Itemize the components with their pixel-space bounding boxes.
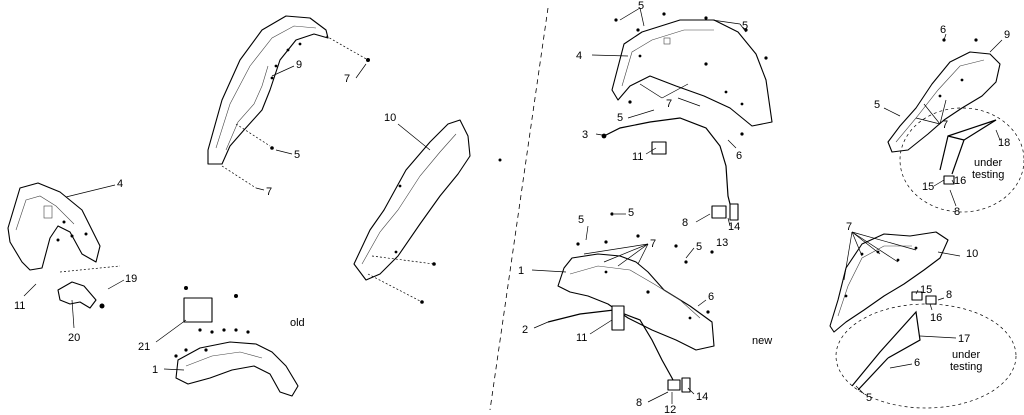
new-upper-support-rail (603, 117, 733, 213)
callout-label: 4 (117, 178, 123, 190)
callout-label: 11 (576, 332, 587, 344)
callout-label: 15 (920, 284, 932, 296)
new-lower-support-rail (547, 309, 679, 391)
callout-label: 5 (628, 207, 634, 219)
callout-label: 14 (696, 391, 708, 403)
new-upper-fender (611, 19, 773, 127)
callout-label: 15 (922, 181, 934, 193)
old-front-fender-small (175, 286, 299, 397)
callout-label: 5 (638, 0, 644, 12)
callout-label: 4 (576, 50, 582, 62)
callout-label: 16 (954, 175, 966, 187)
callout-label: 8 (636, 397, 642, 409)
callout-label: 13 (716, 237, 728, 249)
callout-label: 20 (68, 332, 80, 344)
callout-label: 11 (632, 151, 643, 163)
callout-label: 19 (125, 273, 137, 285)
callout-label: 5 (874, 99, 880, 111)
callout-label: 8 (682, 217, 688, 229)
callout-label: 14 (728, 221, 740, 233)
lower-test-bracket (851, 291, 937, 391)
callout-label: 6 (736, 150, 742, 162)
callout-label: 2 (522, 324, 528, 336)
old-section-label: old (290, 317, 305, 329)
new-right-lower-fender (829, 231, 949, 333)
callout-label: 7 (942, 119, 948, 131)
callout-label: 1 (518, 265, 524, 277)
upper-testing-note: testing (972, 169, 1004, 181)
new-lower-fasteners (576, 212, 714, 314)
callout-label: 6 (708, 291, 714, 303)
callout-label: 18 (998, 137, 1010, 149)
callout-label: 5 (742, 20, 748, 32)
old-fastener-set (174, 328, 250, 358)
callout-label: 21 (138, 341, 150, 353)
callout-label: 3 (582, 129, 588, 141)
callout-label: 10 (966, 248, 978, 260)
old-front-fender-left (7, 182, 101, 271)
callout-label: 5 (578, 214, 584, 226)
lower-testing-note: testing (950, 361, 982, 373)
new-section-label: new (752, 335, 772, 347)
lower-testing-note: under (952, 349, 980, 361)
lower-testing-zone (835, 303, 1017, 409)
callout-label: 7 (344, 73, 350, 85)
callout-label: 8 (946, 289, 952, 301)
callout-label: 5 (294, 149, 300, 161)
callout-label: 9 (1004, 29, 1010, 41)
callout-label: 11 (14, 300, 25, 312)
callout-label: 6 (914, 357, 920, 369)
new-lower-clamp (667, 377, 691, 393)
callout-label: 8 (954, 206, 960, 218)
old-new-divider (489, 7, 549, 411)
callout-label: 5 (866, 392, 872, 404)
callout-label: 9 (296, 59, 302, 71)
callout-label: 7 (846, 221, 852, 233)
callout-label: 7 (666, 98, 672, 110)
upper-test-bracket (939, 119, 997, 185)
callout-label: 6 (940, 24, 946, 36)
callout-label: 16 (930, 312, 942, 324)
old-mount-bracket (57, 265, 121, 309)
old-rear-fender (353, 119, 471, 304)
new-upper-fasteners (614, 12, 768, 136)
callout-label: 7 (650, 238, 656, 250)
callout-label: 7 (266, 186, 272, 198)
callout-label: 17 (958, 333, 970, 345)
callout-label: 1 (152, 364, 158, 376)
new-right-upper-fender (887, 38, 1001, 153)
upper-testing-note: under (974, 157, 1002, 169)
callout-label: 5 (696, 241, 702, 253)
old-mudguard-long (207, 15, 329, 165)
new-upper-clamp (711, 203, 739, 221)
callout-label: 5 (617, 112, 623, 124)
callout-label: 12 (664, 404, 676, 415)
callout-label: 10 (384, 112, 396, 124)
new-lower-fender (557, 253, 715, 351)
